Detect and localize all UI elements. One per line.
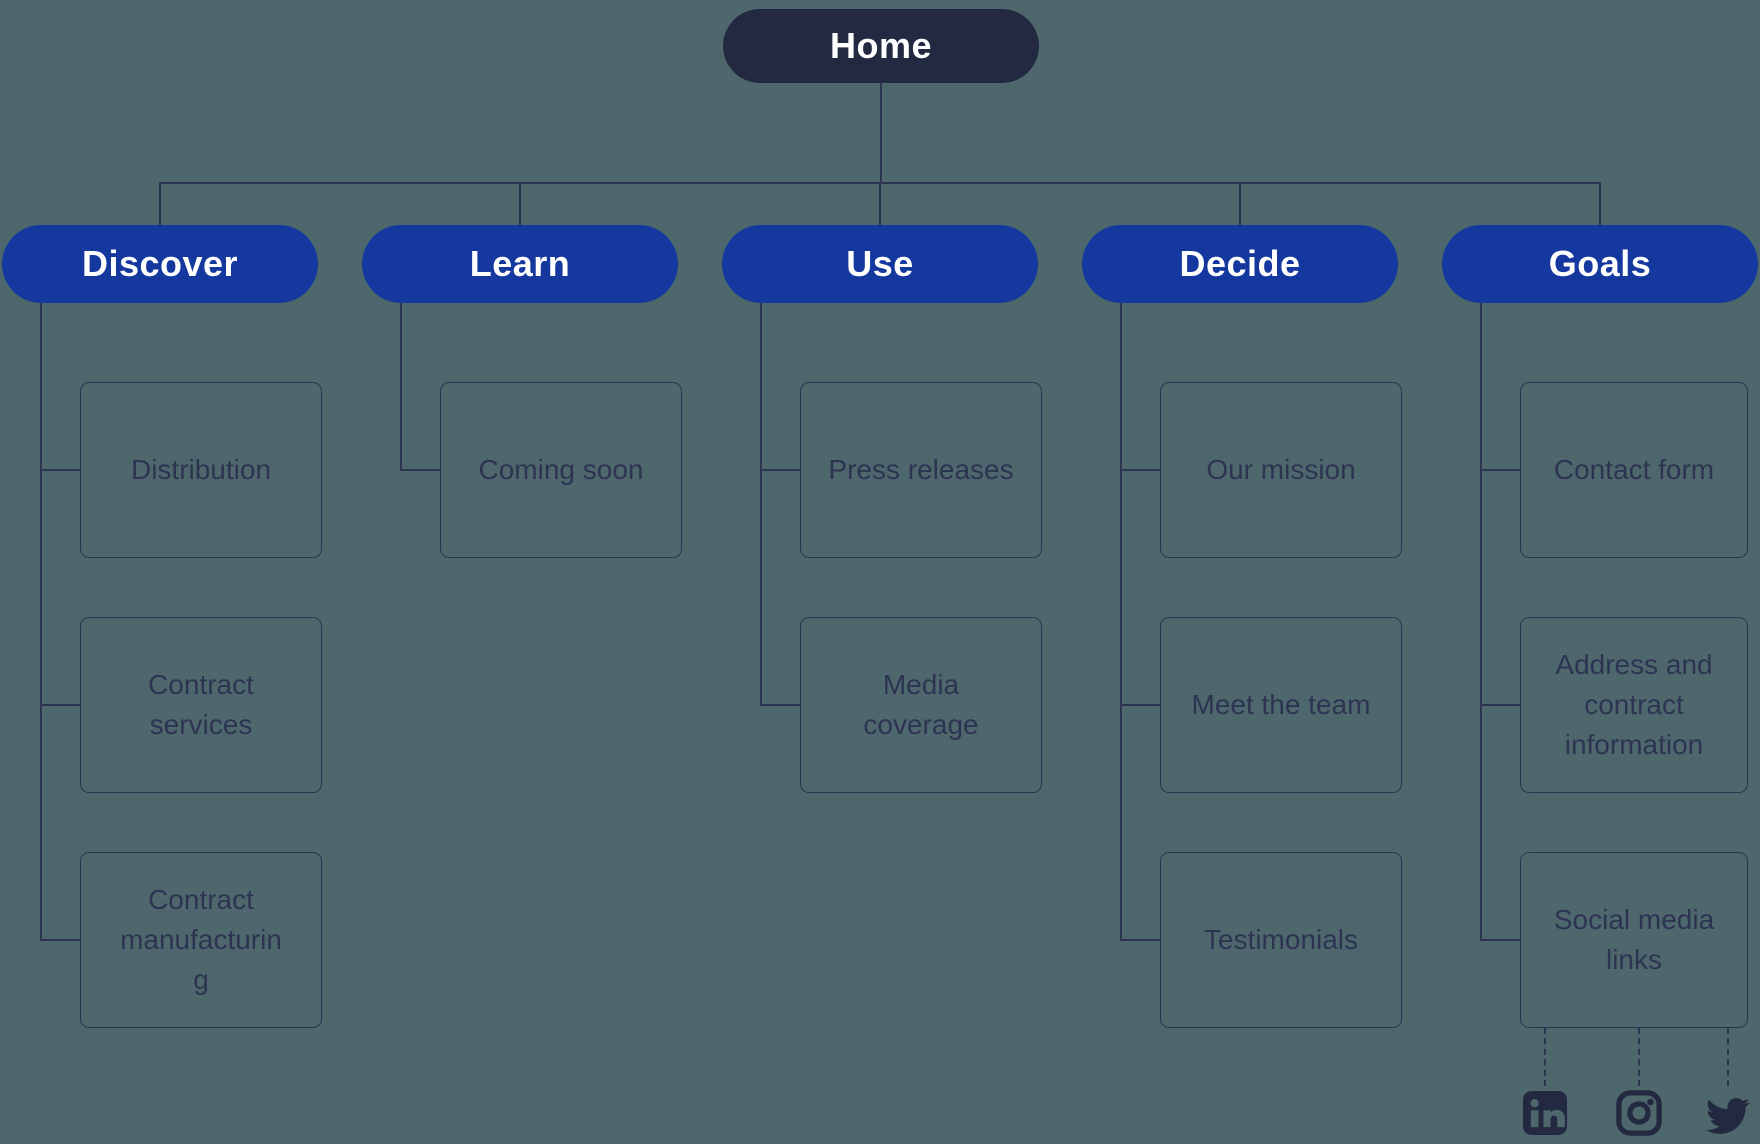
node-distribution-label: Distribution [130, 454, 272, 485]
connector-line [1120, 704, 1160, 706]
node-testimonials-label: Testimonials [1203, 924, 1359, 955]
connector-line [400, 303, 402, 470]
connector-line [40, 939, 80, 941]
node-decide-label: Decide [1179, 243, 1301, 284]
node-press-releases-label: Press releases [828, 454, 1014, 485]
connector-line [400, 469, 440, 471]
node-use[interactable]: Use [722, 225, 1038, 303]
node-coming-soon-label: Coming soon [478, 454, 644, 485]
node-goals[interactable]: Goals [1442, 225, 1758, 303]
node-media-coverage[interactable]: Media coverage [800, 617, 1042, 793]
node-contact-form-label: Contact form [1553, 454, 1715, 485]
connector-line [879, 182, 881, 226]
dashed-connector-line [1727, 1028, 1729, 1086]
twitter-icon[interactable] [1701, 1094, 1755, 1138]
dashed-connector-line [1638, 1028, 1640, 1086]
instagram-icon[interactable] [1616, 1090, 1662, 1136]
connector-line [1480, 469, 1520, 471]
connector-line [1480, 939, 1520, 941]
node-contact-form[interactable]: Contact form [1520, 382, 1748, 558]
node-social-media-links[interactable]: Social media links [1520, 852, 1748, 1028]
node-social-media-links-label: Social media links [1553, 904, 1715, 975]
node-our-mission-label: Our mission [1206, 454, 1356, 485]
node-press-releases[interactable]: Press releases [800, 382, 1042, 558]
node-media-coverage-label: Media coverage [863, 669, 979, 740]
node-coming-soon[interactable]: Coming soon [440, 382, 682, 558]
node-address-contract-information-label: Address and contract information [1555, 649, 1713, 760]
connector-line [1120, 939, 1160, 941]
connector-line [760, 303, 762, 705]
node-our-mission[interactable]: Our mission [1160, 382, 1402, 558]
connector-line [40, 469, 80, 471]
connector-line [1120, 303, 1122, 940]
connector-line [1480, 303, 1482, 940]
node-learn[interactable]: Learn [362, 225, 678, 303]
node-address-contract-information[interactable]: Address and contract information [1520, 617, 1748, 793]
connector-line [40, 303, 42, 940]
connector-line [519, 182, 521, 226]
node-contract-manufacturing[interactable]: Contract manufacturing [80, 852, 322, 1028]
node-goals-label: Goals [1548, 243, 1652, 284]
node-contract-services-label: Contract services [148, 669, 254, 740]
connector-line [159, 182, 161, 226]
node-home[interactable]: Home [723, 9, 1039, 83]
connector-line [760, 704, 800, 706]
node-meet-the-team-label: Meet the team [1191, 689, 1371, 720]
connector-line [1480, 704, 1520, 706]
dashed-connector-line [1544, 1028, 1546, 1086]
node-contract-services[interactable]: Contract services [80, 617, 322, 793]
connector-line [880, 83, 882, 182]
connector-line [1120, 469, 1160, 471]
node-learn-label: Learn [469, 243, 571, 284]
node-distribution[interactable]: Distribution [80, 382, 322, 558]
connector-line [40, 704, 80, 706]
node-decide[interactable]: Decide [1082, 225, 1398, 303]
node-contract-manufacturing-label: Contract manufacturing [120, 884, 282, 995]
linkedin-icon[interactable] [1522, 1090, 1568, 1136]
connector-line [1239, 182, 1241, 226]
node-discover-label: Discover [81, 243, 239, 284]
connector-line [1599, 182, 1601, 226]
node-use-label: Use [846, 243, 914, 284]
node-testimonials[interactable]: Testimonials [1160, 852, 1402, 1028]
node-meet-the-team[interactable]: Meet the team [1160, 617, 1402, 793]
node-discover[interactable]: Discover [2, 225, 318, 303]
node-home-label: Home [829, 25, 933, 66]
connector-line [760, 469, 800, 471]
